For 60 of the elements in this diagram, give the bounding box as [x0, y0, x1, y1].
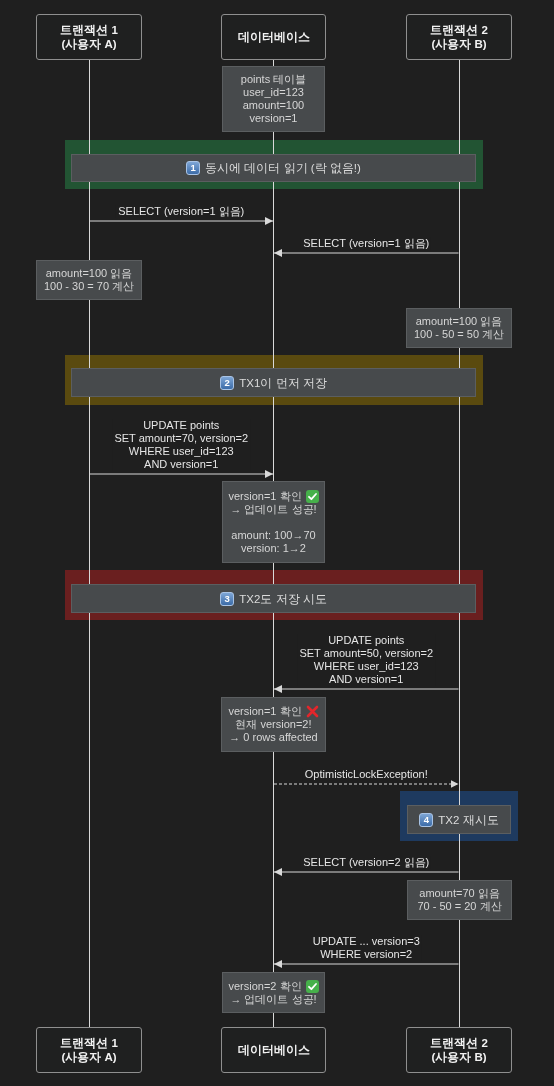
shaded-band: [400, 791, 518, 841]
step-number: 4: [419, 812, 434, 827]
participant-name: 트랜잭션 1 (사용자 A): [60, 1036, 118, 1064]
participant-box: [36, 14, 142, 60]
step-number: 3: [220, 591, 235, 606]
shaded-band: [65, 140, 483, 189]
message-label: UPDATE ... version=3 WHERE version=2: [310, 935, 422, 961]
note-box: [407, 880, 512, 920]
note-text: version=1 확인: [228, 489, 302, 503]
dashed-message-arrow: [273, 780, 459, 788]
note-text: → 업데이트 성공!: [230, 992, 317, 1006]
message-arrow: [273, 249, 459, 257]
step-title: TX2 재시도: [438, 812, 499, 827]
step-number: 2: [220, 375, 235, 390]
note-box: [222, 972, 325, 1013]
note-text: amount: 100→70 version: 1→2: [231, 528, 316, 555]
message-arrow: [273, 868, 459, 876]
step-title: TX2도 저장 시도: [239, 591, 327, 606]
shaded-band: [65, 570, 483, 620]
step-number: 1: [186, 161, 201, 175]
step-banner: [71, 368, 476, 397]
note-text: version=1 확인: [228, 705, 302, 718]
participant-box: [221, 1027, 326, 1073]
message-arrow: [89, 470, 274, 478]
note-text: amount=100 읽음 100 - 50 = 50 계산: [413, 315, 505, 341]
note-box: [36, 260, 142, 300]
participant-name: 데이터베이스: [237, 1043, 310, 1057]
step-banner: [71, 154, 476, 182]
step-title: 동시에 데이터 읽기 (락 없음!): [205, 161, 361, 175]
message-label: UPDATE points SET amount=70, version=2 WHERE user_id=123 AND version=1: [112, 419, 251, 471]
note-box: [221, 697, 326, 752]
note-box: [222, 66, 325, 132]
participant-name: 트랜잭션 1 (사용자 A): [60, 23, 118, 51]
participant-box: [406, 1027, 512, 1073]
note-box: [406, 308, 512, 348]
message-label: SELECT (version=1 읽음): [116, 205, 247, 218]
message-arrow: [89, 217, 274, 225]
note-text: version=2 확인: [228, 979, 302, 993]
participant-box: [36, 1027, 142, 1073]
note-text: points 테이블 user_id=123 amount=100 version=1: [240, 73, 307, 125]
message-arrow: [273, 685, 459, 693]
note-text: → 업데이트 성공!: [230, 502, 317, 516]
message-label: SELECT (version=1 읽음): [301, 237, 432, 250]
step-banner: [71, 584, 476, 613]
shaded-band: [65, 355, 483, 405]
message-arrow: [273, 960, 459, 968]
step-banner: [407, 805, 511, 834]
participant-box: [221, 14, 326, 60]
participant-name: 트랜잭션 2 (사용자 B): [430, 23, 488, 51]
message-label: OptimisticLockException!: [302, 768, 430, 781]
participant-box: [406, 14, 512, 60]
note-text: amount=70 읽음 70 - 50 = 20 계산: [417, 887, 502, 913]
message-label: UPDATE points SET amount=50, version=2 WHERE user_id=123 AND version=1: [297, 634, 436, 686]
note-text: amount=100 읽음 100 - 30 = 70 계산: [43, 267, 135, 293]
message-label: SELECT (version=2 읽음): [301, 856, 432, 869]
participant-name: 트랜잭션 2 (사용자 B): [430, 1036, 488, 1064]
note-text: 현재 version=2! → 0 rows affected: [229, 718, 318, 744]
step-title: TX1이 먼저 저장: [239, 375, 327, 390]
note-box: [222, 481, 325, 563]
participant-name: 데이터베이스: [237, 30, 310, 44]
